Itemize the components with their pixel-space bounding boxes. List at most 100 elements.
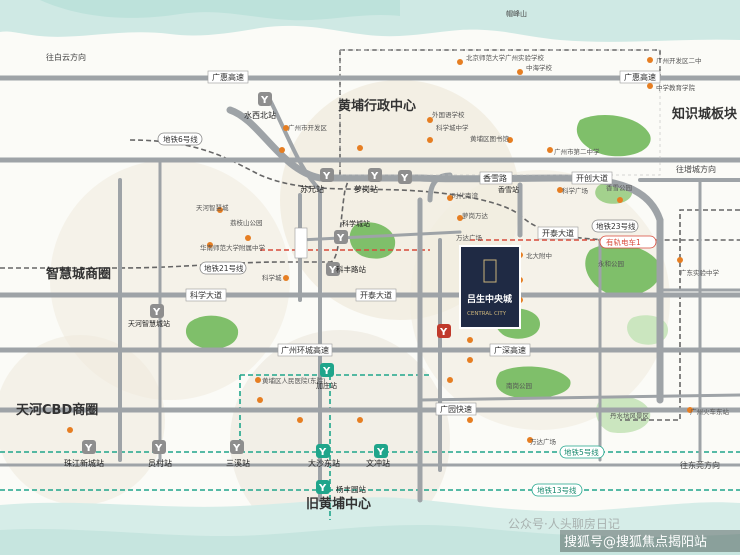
station-label-tianhe-smart: 天河智慧城站 [128, 319, 170, 328]
road-label-guangzhou-ring-bg [277, 343, 333, 357]
svg-text:Y: Y [328, 265, 337, 276]
station-label-dashadong: 大沙东站 [308, 458, 340, 468]
poi-23: 北大附中 [526, 251, 552, 260]
area-title-zhishi: 知识城板块 [672, 106, 738, 122]
poi-15: 时代南湾 [452, 191, 479, 200]
road-label-kaitai-left-bg [355, 288, 397, 302]
metro-pill-line6-bg [157, 132, 203, 146]
poi-14: 广州市开发区 [288, 123, 328, 132]
poi-29: 南岗公园 [506, 381, 532, 390]
admin-boundary [339, 49, 661, 176]
poi-25: 广东实验中学 [680, 268, 720, 277]
poi-30: 丹水坑风景区 [610, 411, 650, 420]
label-river-right: 帽峰山 [506, 9, 527, 18]
road-label-guanghui2: 广惠高速 [624, 72, 656, 82]
road-label-guangshen-bg [489, 343, 531, 357]
svg-text:Y: Y [376, 447, 385, 458]
central-pin-name: 吕生中央城 [467, 293, 512, 305]
metro-pill-line21-bg [199, 261, 247, 275]
svg-text:Y: Y [152, 307, 161, 318]
zone-tianhe [0, 335, 165, 505]
road-kaitai [427, 172, 453, 203]
svg-text:Y: Y [400, 173, 409, 184]
river-bottom-2 [0, 525, 740, 555]
station-label-zhujiang: 珠江新城站 [64, 458, 104, 468]
area-title-tianhe: 天河CBD商圈 [16, 402, 98, 418]
svg-text:Y: Y [336, 233, 345, 244]
road-label-kexue: 科学大道 [190, 290, 222, 300]
poi-17: 萝岗万达 [462, 211, 489, 220]
svg-text:Y: Y [318, 447, 327, 458]
poi-11: 黄埔区图书馆 [470, 134, 510, 143]
poi-2: 外国语学校 [432, 110, 465, 119]
poi-27: 万达广场 [530, 437, 557, 446]
central-pin-sub: CENTRAL CITY [467, 311, 507, 317]
road-label-kaitai-left: 开泰大道 [360, 290, 392, 300]
zone-central [410, 170, 670, 430]
metro-pill-line23: 地铁23号线 [596, 221, 636, 231]
station-label-jiazhuang: 加庄站 [316, 381, 337, 390]
road-label-guanghui: 广惠高速 [212, 72, 244, 82]
metro-pill-line23-bg [591, 219, 639, 233]
station-icon-luogang [368, 168, 382, 182]
poi-4: 中学教育学院 [656, 83, 696, 92]
poi-12: 科学广场 [562, 186, 589, 195]
station-icon-sanxi [230, 440, 244, 454]
svg-text:Y: Y [318, 483, 327, 494]
svg-text:Y: Y [154, 443, 163, 454]
park-6 [496, 366, 571, 399]
area-title-zhihui: 智慧城商圈 [46, 266, 111, 282]
poi-26: 黄埔区人民医院(东院) [262, 376, 326, 385]
label-to-hengsha: 往增城方向 [676, 164, 716, 174]
metro-pill-tram-bg [599, 235, 657, 249]
station-label-wenchong: 文冲站 [366, 458, 390, 468]
svg-text:Y: Y [322, 366, 331, 377]
road-label-kaichuang-bg [571, 171, 613, 185]
svg-text:Y: Y [232, 443, 241, 454]
station-icon-dashadong [316, 444, 330, 458]
road-label-kexue-bg [185, 288, 227, 302]
station-icon-yuancun [152, 440, 166, 454]
station-label-luogang: 萝岗站 [354, 184, 378, 194]
metro-pill-tram: 有轨电车1 [606, 237, 641, 247]
station-label-yuancun: 员村站 [148, 458, 172, 468]
station-label-huangpu-park: 杨丰园站 [336, 484, 366, 494]
park-4 [185, 315, 239, 349]
central-pin[interactable]: 吕生中央城 CENTRAL CITY [459, 245, 521, 329]
road-mid [298, 230, 462, 242]
road-label-guangzhou-ring: 广州环城高速 [281, 345, 329, 355]
poi-21: 华南师范大学附属中学 [200, 243, 266, 252]
svg-text:Y: Y [322, 171, 331, 182]
road-label-xiangxue-bg [479, 171, 513, 185]
poi-24: 科学城 [262, 273, 282, 282]
road-label-guanghui2-bg [619, 70, 661, 84]
station-label-sanxi: 三溪站 [226, 458, 250, 468]
station-label-suyuan: 苏元站 [300, 184, 324, 194]
road-guangyuan-kuai [418, 393, 740, 402]
poi-3: 广州开发区二中 [656, 56, 702, 65]
station-icon-red [437, 324, 451, 338]
road-label-kaitai-bg [537, 226, 579, 240]
station-icon-xiangxue [398, 170, 412, 184]
road-label-kefeng-bg [294, 227, 308, 259]
station-label-shuixibei: 水西北站 [244, 110, 276, 120]
park-1 [576, 115, 651, 157]
road-label-guangshen: 广深高速 [494, 345, 526, 355]
road-label-guangyuan-kuai: 广园快速 [440, 404, 472, 414]
park-2 [585, 244, 661, 296]
poi-41: 香雪公园 [606, 183, 632, 192]
station-icon-jiazhuang [320, 363, 334, 377]
metro-pill-line21: 地铁21号线 [204, 263, 244, 273]
metro-pill-line5: 地铁5号线 [564, 447, 599, 457]
station-label-kexuecheng: 科学城站 [342, 219, 370, 228]
metro-pill-line13: 地铁13号线 [537, 485, 577, 495]
river-top-2 [40, 0, 400, 21]
svg-text:Y: Y [439, 327, 448, 338]
road-ring-west [268, 98, 322, 502]
poi-0: 北京师范大学广州实验学校 [466, 53, 545, 62]
road-label-guangyuan-kuai-bg [435, 402, 477, 416]
station-icon-wenchong [374, 444, 388, 458]
road-label-guanghui-bg [207, 70, 249, 84]
station-icon-huangpu-park [316, 480, 330, 494]
park-8 [595, 396, 651, 434]
